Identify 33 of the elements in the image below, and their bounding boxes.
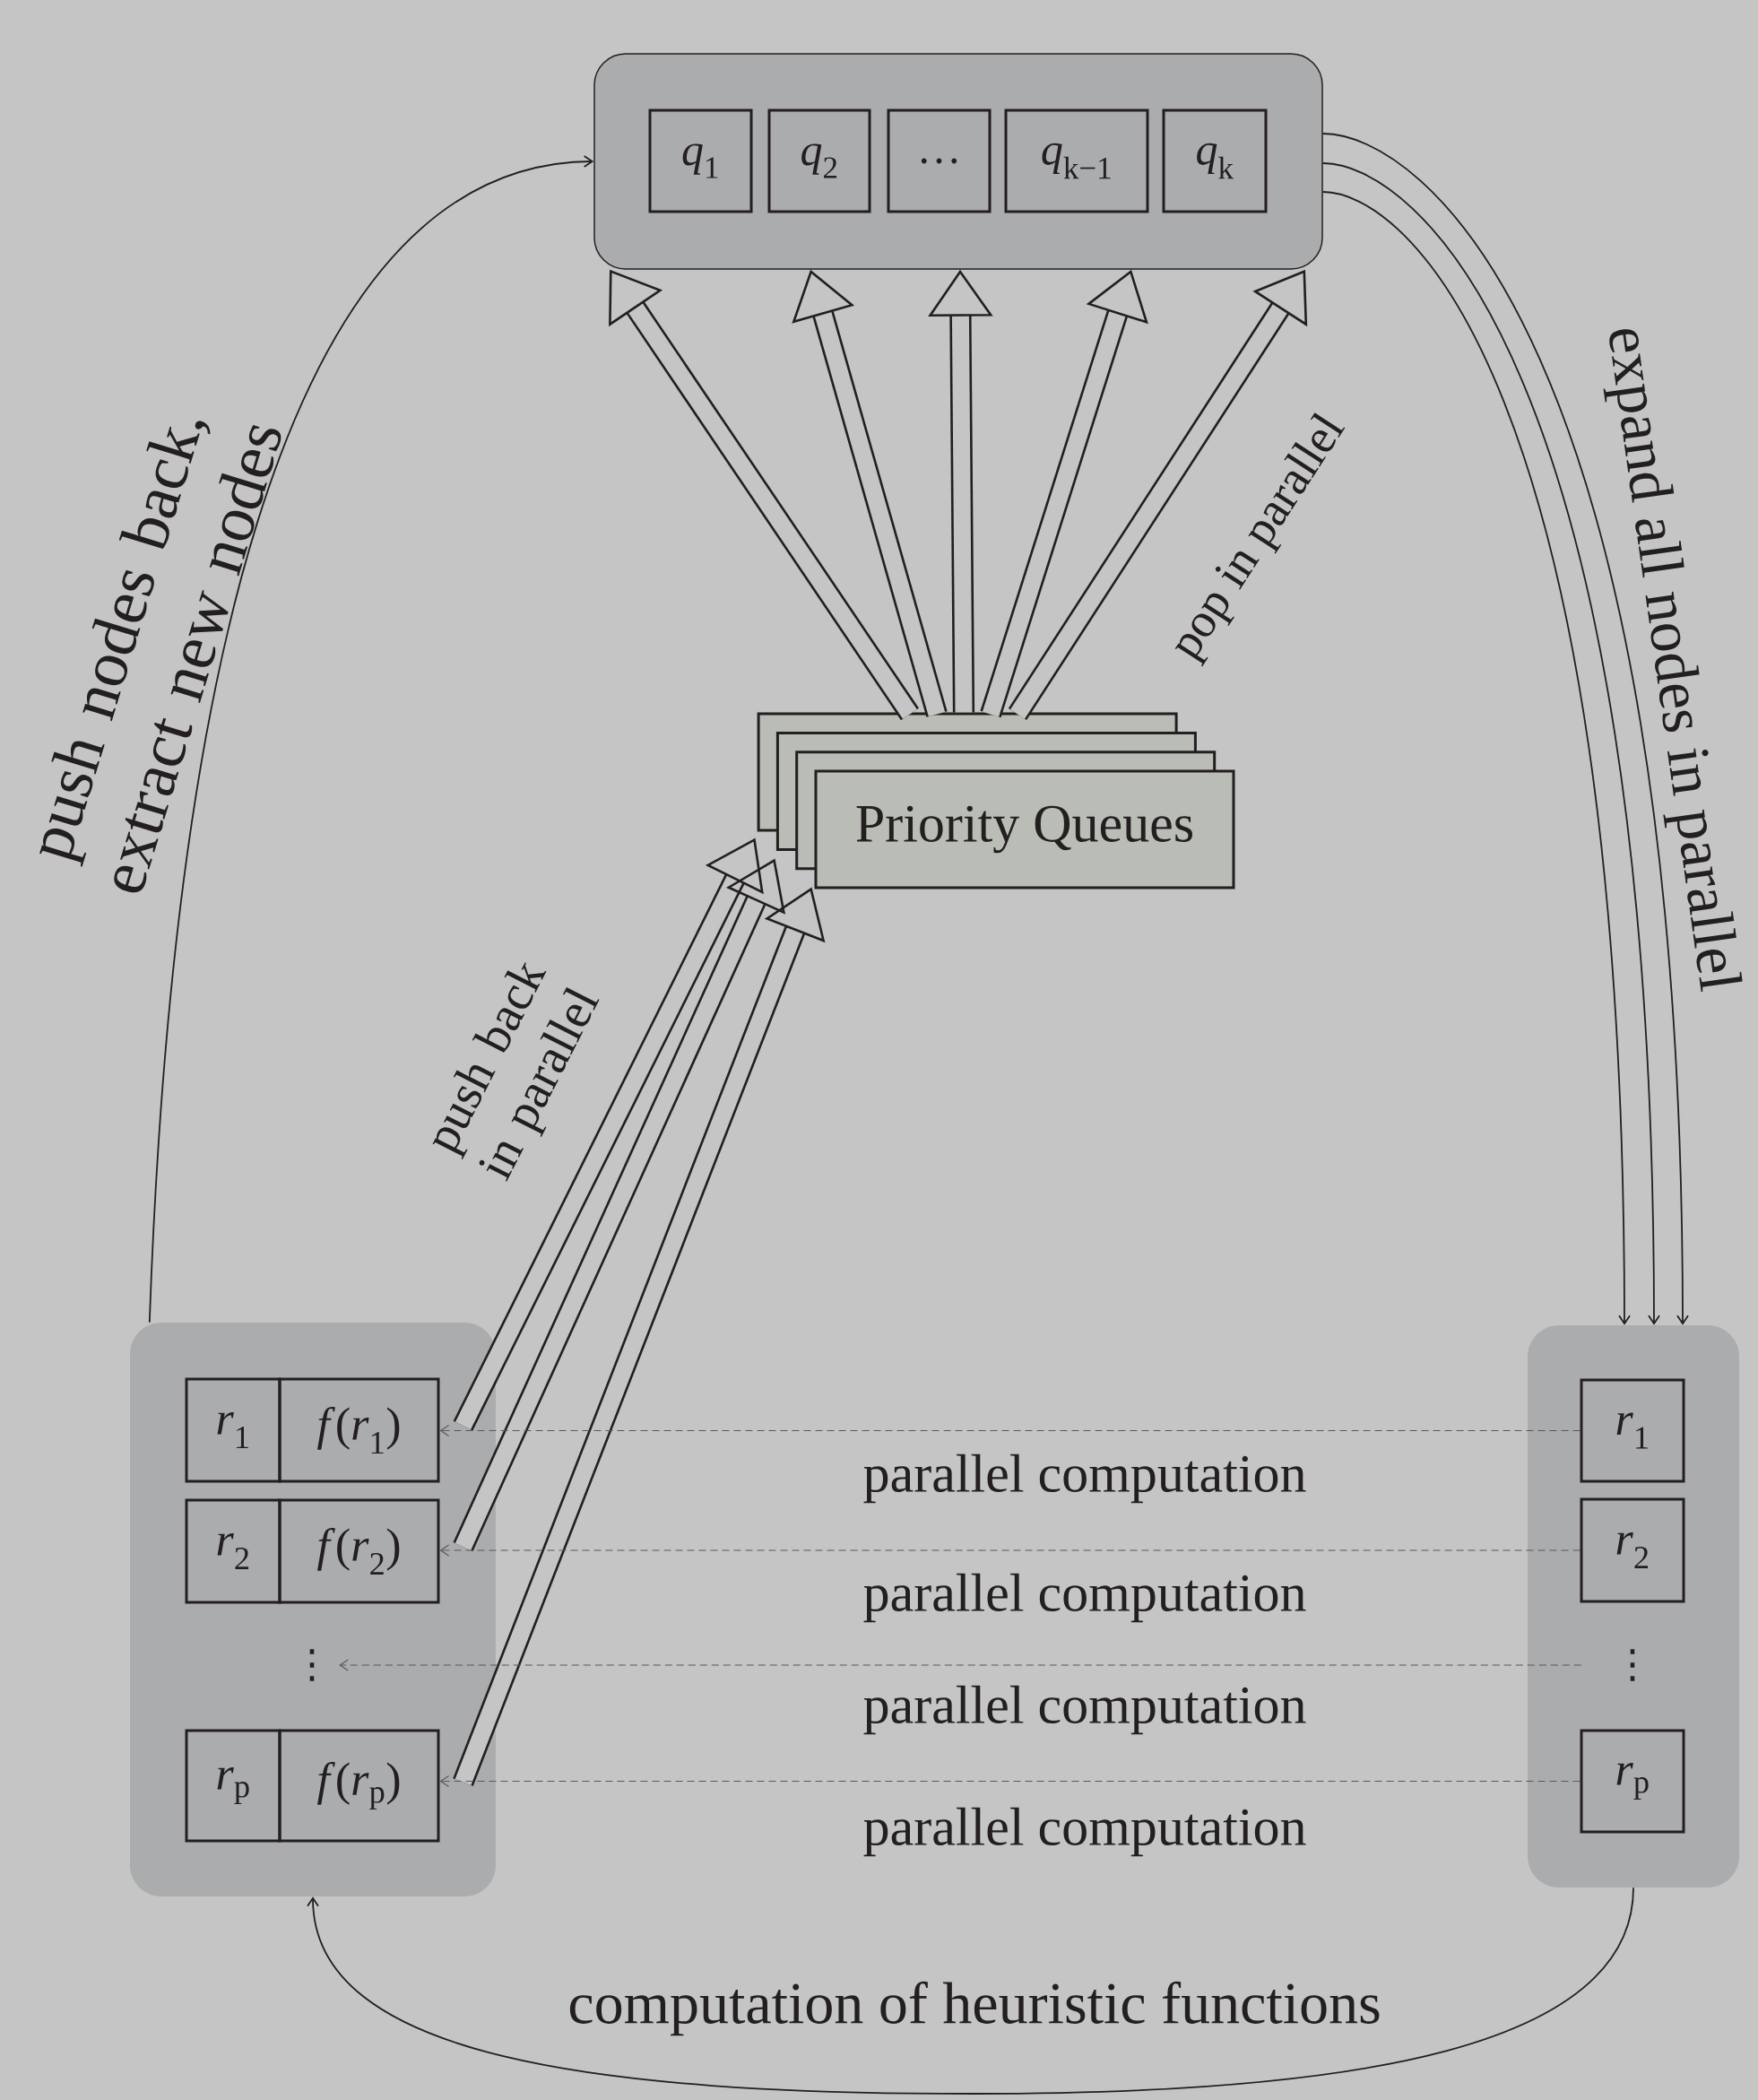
value-cell: f(r$_{2}$) — [278, 1498, 440, 1604]
arrow — [439, 1544, 1581, 1557]
arrow — [148, 155, 594, 1323]
queue-cell: q$_{k−1}$ — [1004, 108, 1149, 213]
state-cell: r$_{p}$ — [185, 1729, 281, 1843]
edge-label: parallel computation — [863, 1807, 1306, 1857]
queue-cell: q$_{2}$ — [767, 108, 871, 213]
edge-label: parallel computation — [863, 1685, 1306, 1735]
queue-cell: q$_{k}$ — [1162, 108, 1268, 213]
queue-cell: … — [887, 108, 992, 213]
vertical-dots: ⋮ — [309, 1649, 315, 1681]
edge-label: computation of heuristic functions — [569, 1981, 1380, 2036]
edge-label: parallel computation — [863, 1573, 1306, 1623]
value-cell: f(r$_{1}$) — [278, 1377, 440, 1483]
arrow — [307, 1887, 1634, 2095]
state-cell: r$_{2}$ — [185, 1498, 281, 1604]
state-cell: r$_{p}$ — [1580, 1729, 1685, 1834]
edge-label: parallel computation — [863, 1454, 1306, 1504]
edge-label: expand all nodes in parallel — [1603, 329, 1743, 993]
arrow — [439, 1775, 1581, 1788]
edge-label: push nodes back, extract new nodes — [39, 421, 281, 893]
worker-panel — [130, 1323, 496, 1896]
vertical-dots: ⋮ — [1630, 1649, 1635, 1681]
value-cell: f(r$_{p}$) — [278, 1729, 440, 1843]
queue-container — [593, 53, 1323, 270]
worker-panel — [1528, 1325, 1739, 1887]
queue-box: Priority Queues — [814, 769, 1235, 889]
arrow — [339, 1659, 1582, 1671]
state-cell: r$_{1}$ — [1580, 1378, 1685, 1483]
arrow — [439, 1424, 1581, 1437]
state-cell: r$_{1}$ — [185, 1377, 281, 1483]
state-cell: r$_{2}$ — [1580, 1497, 1685, 1603]
queue-cell: q$_{1}$ — [648, 108, 753, 213]
